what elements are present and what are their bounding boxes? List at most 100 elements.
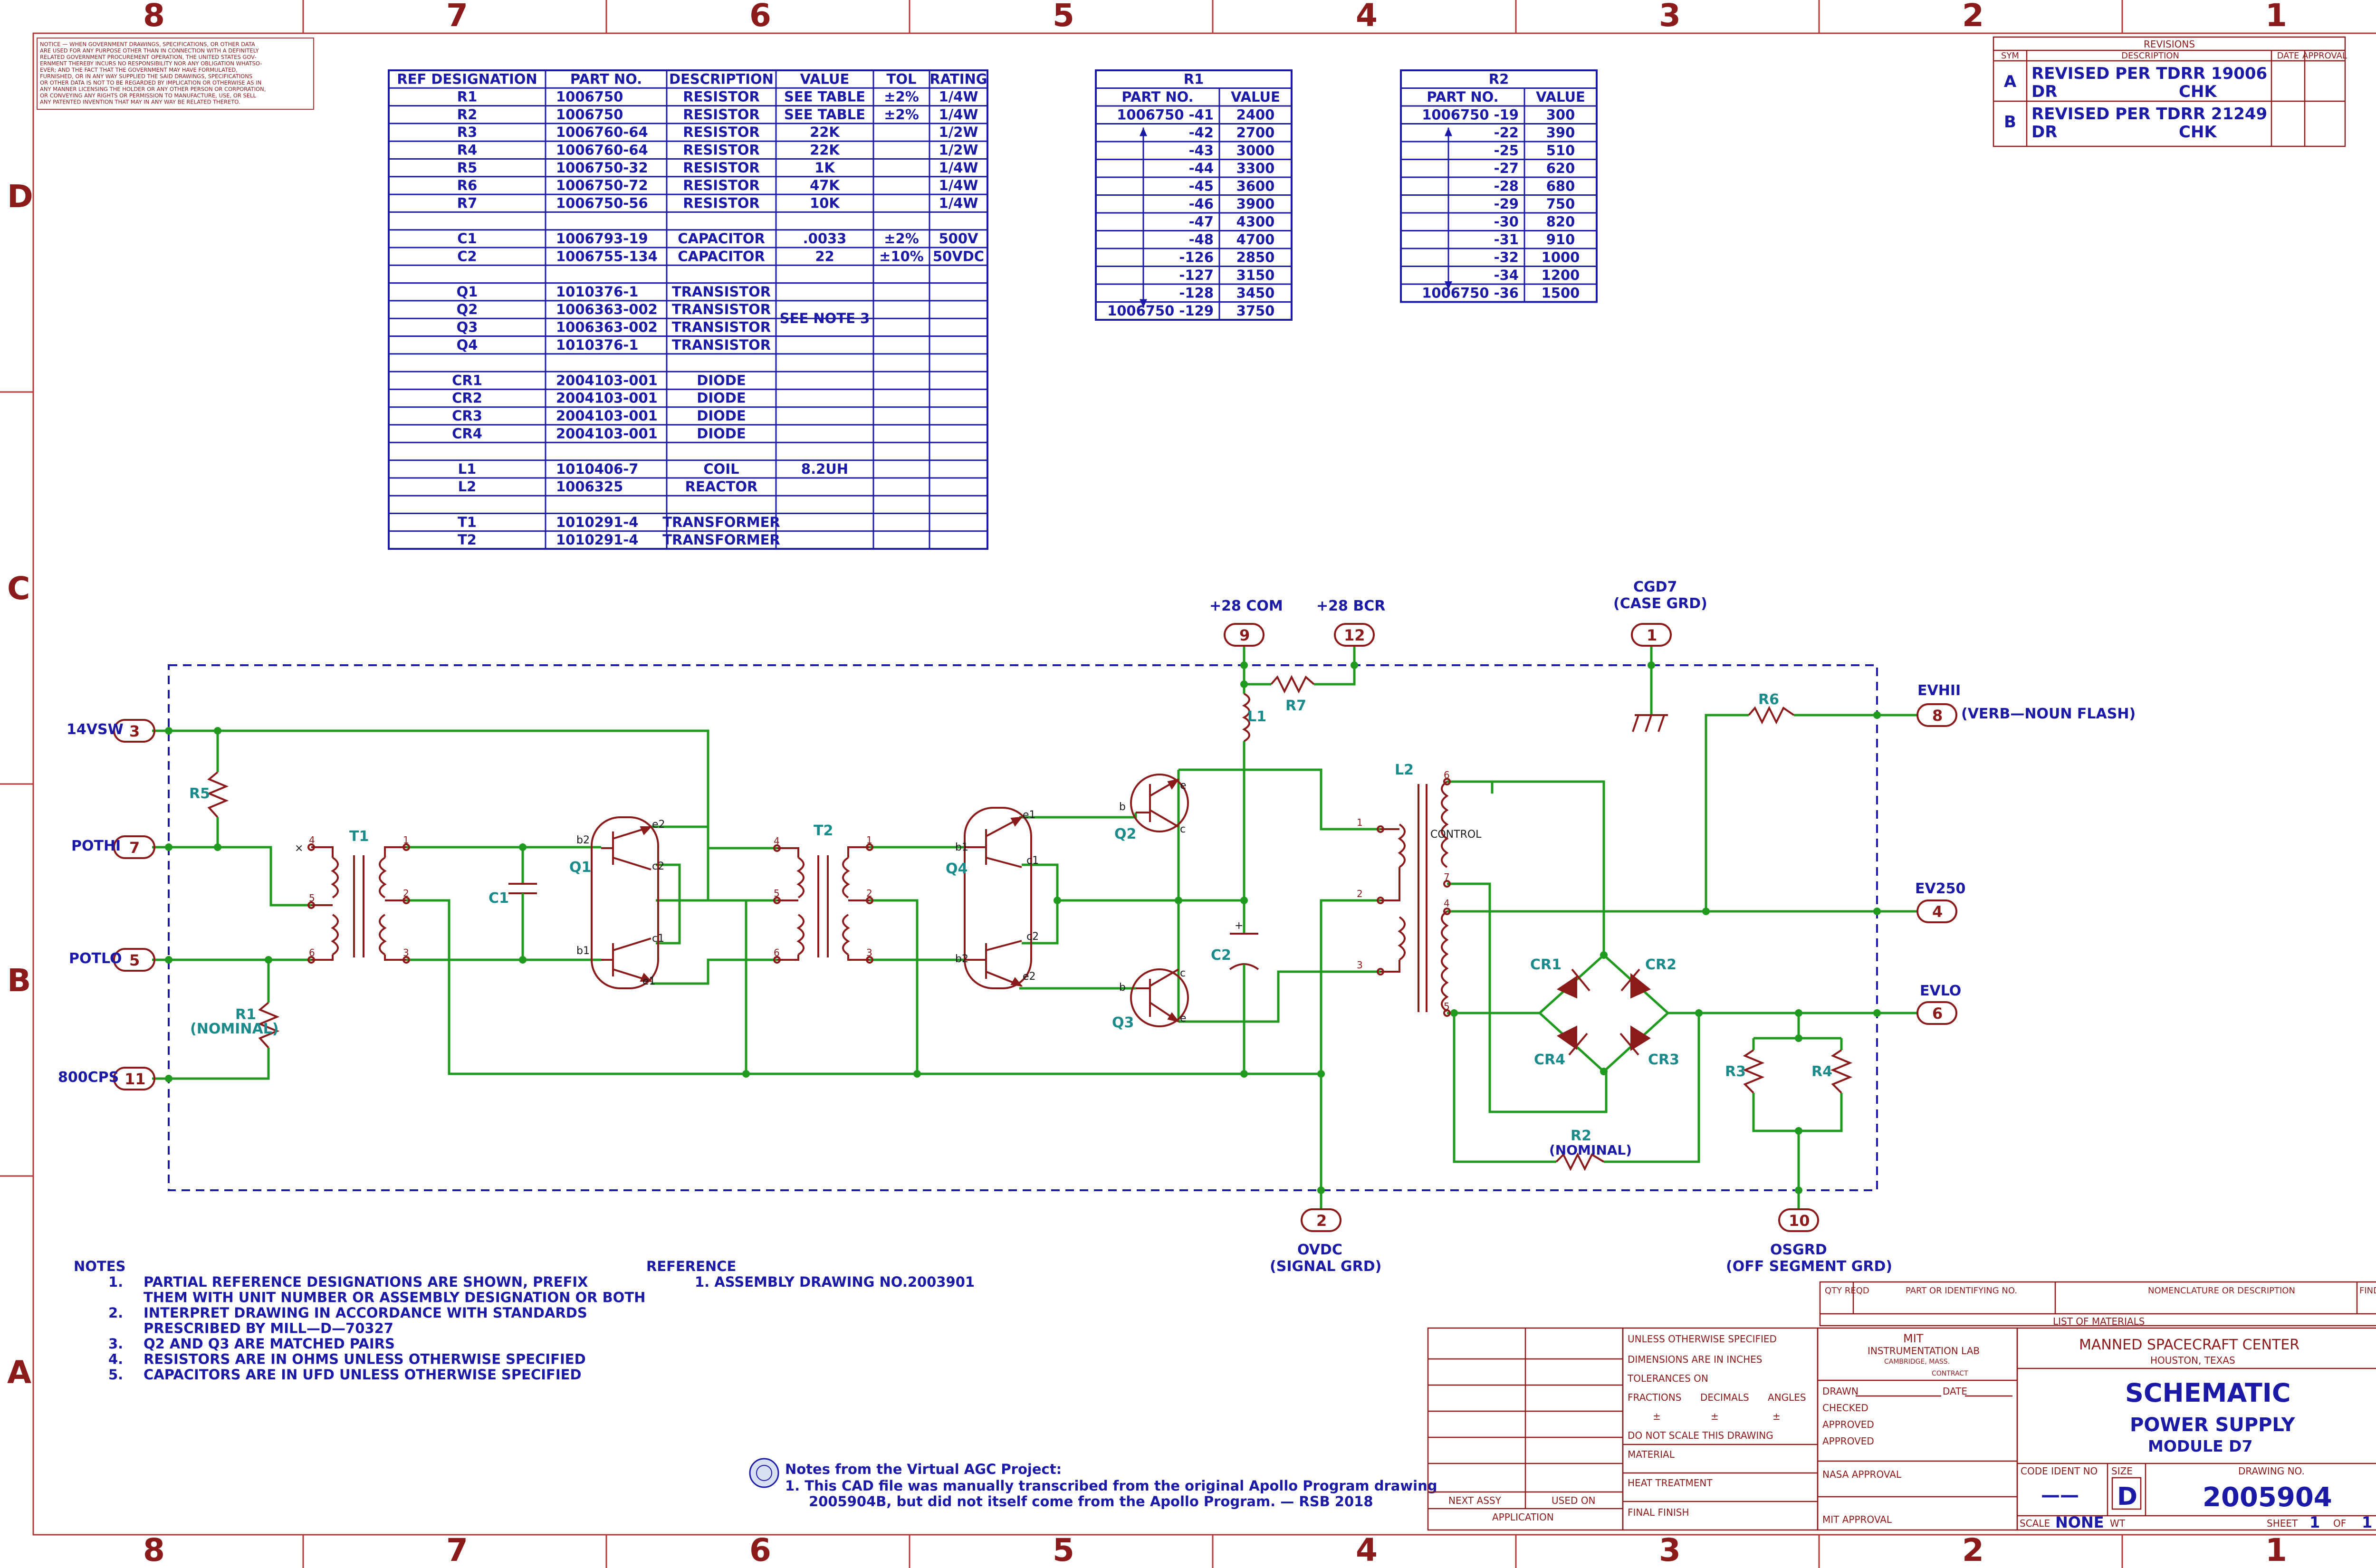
parts-cell: R3: [457, 124, 478, 140]
svg-text:5: 5: [129, 951, 140, 969]
module-boundary: [168, 664, 1878, 1191]
r-part-no: -43: [1189, 143, 1214, 159]
svg-text:c: c: [1180, 967, 1186, 979]
r-value: 4700: [1236, 231, 1275, 248]
r-table-header: VALUE: [1231, 89, 1280, 105]
revisions-header: DATE: [2277, 51, 2299, 61]
svg-text:SCHEMATIC: SCHEMATIC: [2125, 1378, 2291, 1408]
parts-cell: 500V: [939, 230, 979, 247]
vagc-title: Notes from the Virtual AGC Project:: [785, 1461, 1062, 1477]
svg-text:+: +: [1235, 920, 1243, 932]
svg-text:D: D: [2117, 1482, 2137, 1511]
svg-text:——: ——: [2041, 1484, 2079, 1506]
revision-dr: DR: [2031, 123, 2057, 142]
parts-cell: COIL: [703, 461, 739, 477]
parts-cell: RESISTOR: [683, 177, 759, 193]
parts-cell: Q3: [457, 319, 478, 335]
svg-text:TOLERANCES ON: TOLERANCES ON: [1627, 1373, 1708, 1384]
reference-line: 1. ASSEMBLY DRAWING NO.2003901: [695, 1274, 975, 1290]
svg-text:1: 1: [2362, 1513, 2372, 1531]
svg-text:EV250: EV250: [1915, 880, 1965, 897]
r-table-title: R2: [1489, 71, 1509, 87]
parts-cell: TRANSISTOR: [672, 319, 771, 335]
svg-text:(VERB—NOUN FLASH): (VERB—NOUN FLASH): [1961, 706, 2136, 722]
svg-text:NOMENCLATURE OR DESCRIPTION: NOMENCLATURE OR DESCRIPTION: [2148, 1286, 2295, 1296]
r-value: 1200: [1542, 267, 1580, 283]
parts-cell: 1006363-002: [556, 301, 658, 317]
svg-text:NEXT ASSY: NEXT ASSY: [1448, 1495, 1502, 1506]
zone-col-8: 8: [143, 1532, 165, 1568]
parts-cell: 2004103-001: [556, 425, 658, 441]
drawing-notes: NOTES 1.PARTIAL REFERENCE DESIGNATIONS A…: [74, 1258, 645, 1383]
r-value: 3150: [1236, 267, 1275, 283]
parts-cell: TRANSISTOR: [672, 301, 771, 317]
svg-text:1: 1: [2309, 1513, 2320, 1531]
zone-col-5: 5: [1053, 1532, 1074, 1568]
parts-cell: Q4: [457, 337, 478, 353]
t2-label: T2: [814, 822, 833, 839]
parts-cell: R4: [457, 142, 478, 158]
parts-cell: 1/2W: [939, 124, 978, 140]
svg-text:(CASE GRD): (CASE GRD): [1613, 595, 1707, 612]
svg-text:5: 5: [309, 892, 315, 904]
svg-text:1: 1: [866, 834, 872, 846]
svg-text:+28 BCR: +28 BCR: [1316, 598, 1385, 614]
zone-col-7: 7: [446, 0, 468, 34]
svg-text:×: ×: [295, 842, 303, 854]
parts-cell: 1006750-72: [556, 177, 648, 193]
svg-text:12: 12: [1344, 626, 1365, 644]
svg-text:(SIGNAL GRD): (SIGNAL GRD): [1270, 1258, 1381, 1275]
r-part-no: -28: [1494, 178, 1519, 194]
parts-cell: CAPACITOR: [678, 248, 765, 264]
parts-cell: C2: [457, 248, 477, 264]
parts-cell: TRANSISTOR: [672, 337, 771, 353]
svg-text:b: b: [1119, 982, 1126, 994]
note-line: CAPACITORS ARE IN UFD UNLESS OTHERWISE S…: [144, 1367, 582, 1383]
svg-text:3: 3: [1357, 959, 1363, 971]
revisions-header: DESCRIPTION: [2121, 51, 2179, 61]
wires: [152, 646, 1875, 1209]
svg-text:APPROVED: APPROVED: [1822, 1435, 1874, 1447]
svg-text:MANNED SPACECRAFT CENTER: MANNED SPACECRAFT CENTER: [2079, 1337, 2299, 1353]
parts-cell: SEE NOTE 3: [780, 310, 870, 326]
svg-text:10: 10: [1789, 1212, 1810, 1230]
r-part-no: -25: [1494, 143, 1519, 159]
svg-text:FIND NO.: FIND NO.: [2359, 1286, 2376, 1296]
notice-line: FURNISHED, OR IN ANY WAY SUPPLIED THE SA…: [40, 73, 252, 80]
r-part-no: -22: [1494, 124, 1519, 141]
r-table-title: R1: [1184, 71, 1204, 87]
r-value: 820: [1546, 214, 1575, 230]
parts-cell: ±10%: [879, 248, 924, 264]
note-line: Q2 AND Q3 ARE MATCHED PAIRS: [144, 1336, 395, 1352]
svg-text:DECIMALS: DECIMALS: [1700, 1392, 1749, 1403]
svg-text:HEAT TREATMENT: HEAT TREATMENT: [1628, 1477, 1713, 1489]
r1-nominal: (NOMINAL): [190, 1021, 279, 1037]
schematic-circuit: R5 R1 (NOMINAL) R7 R6 R2 (NOMINAL) R3 R4: [58, 579, 2136, 1275]
svg-text:e1: e1: [642, 975, 656, 987]
reactor-l2: 1 2 3 6 7 4 5 L2 CONTROL: [1357, 762, 1482, 1017]
r-value: 3750: [1236, 303, 1275, 319]
svg-text:CONTRACT: CONTRACT: [1932, 1370, 1968, 1377]
parts-cell: RESISTOR: [683, 89, 759, 105]
parts-cell: 1/2W: [939, 142, 978, 158]
cr4-label: CR4: [1534, 1052, 1565, 1068]
r-table-header: VALUE: [1536, 89, 1585, 105]
note-line: INTERPRET DRAWING IN ACCORDANCE WITH STA…: [144, 1305, 587, 1321]
note-number: 4.: [108, 1351, 123, 1367]
resistor-r6: R6: [1748, 691, 1795, 725]
parts-cell: 22K: [810, 124, 840, 140]
inductor-l1: L1: [1242, 693, 1266, 742]
r-part-no: -127: [1179, 267, 1214, 283]
zone-row-A: A: [7, 1354, 31, 1391]
zone-col-4: 4: [1356, 1532, 1378, 1568]
parts-cell: 1006760-64: [556, 142, 648, 158]
l2-label: L2: [1395, 762, 1414, 778]
notice-line: ANY PATENTED INVENTION THAT MAY IN ANY W…: [40, 99, 240, 105]
parts-cell: DIODE: [697, 372, 746, 388]
svg-text:SIZE: SIZE: [2111, 1465, 2133, 1477]
parts-cell: T1: [458, 514, 477, 530]
svg-text:800CPS: 800CPS: [58, 1069, 119, 1086]
transistor-q3: b c e Q3: [1112, 967, 1189, 1031]
